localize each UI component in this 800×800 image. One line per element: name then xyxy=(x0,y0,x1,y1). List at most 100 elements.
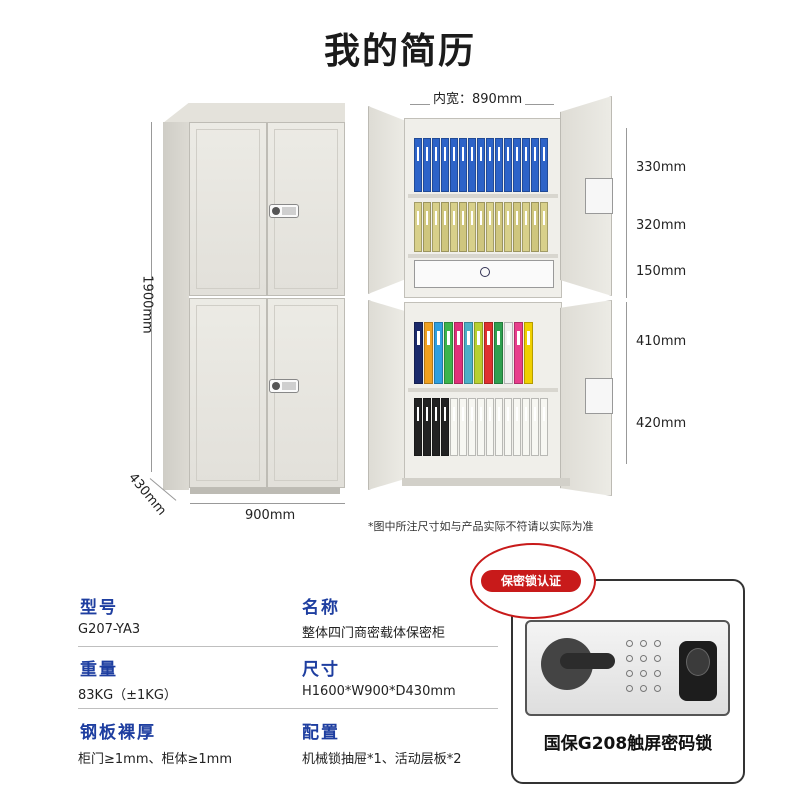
spec-value-weight: 83KG（±1KG） xyxy=(78,688,177,703)
cabinet-base xyxy=(190,488,340,494)
binder-icon xyxy=(484,322,493,384)
upper-dim-line xyxy=(626,128,627,298)
lock-caption: 国保G208触屏密码锁 xyxy=(543,734,713,754)
keypad-key-icon xyxy=(626,640,633,647)
cabinet-door-top-right xyxy=(267,122,345,296)
door-lock-panel-top xyxy=(585,178,613,214)
height-dim-label: 1900mm xyxy=(139,275,155,334)
binder-icon xyxy=(513,138,521,192)
cabinet-door-bottom-left xyxy=(189,298,267,488)
spec-divider-2 xyxy=(78,708,498,709)
cabinet-lock-lower xyxy=(269,379,299,393)
keypad-key-icon xyxy=(654,640,661,647)
binder-icon xyxy=(514,322,523,384)
cabinet-top xyxy=(163,103,345,123)
spec-label-steel: 钢板裸厚 xyxy=(80,723,156,743)
shelf-1 xyxy=(408,194,558,198)
open-door-bottom-left xyxy=(368,300,406,490)
keypad-key-icon xyxy=(654,655,661,662)
binder-icon xyxy=(450,138,458,192)
binder-icon xyxy=(424,322,433,384)
binder-icon xyxy=(441,398,449,456)
binder-icon xyxy=(522,202,530,252)
binder-icon xyxy=(459,138,467,192)
width-dim-label: 900mm xyxy=(245,508,296,523)
binder-icon xyxy=(522,398,530,456)
shelf-dim-4: 410mm xyxy=(636,334,687,349)
shelf-2 xyxy=(408,254,558,258)
fingerprint-sensor-icon xyxy=(686,648,710,676)
binder-icon xyxy=(513,398,521,456)
height-dim-line xyxy=(151,122,152,472)
binder-icon xyxy=(495,398,503,456)
binder-icon xyxy=(423,138,431,192)
spec-label-size: 尺寸 xyxy=(302,660,340,680)
lock-drawer xyxy=(414,260,554,288)
binder-icon xyxy=(474,322,483,384)
binder-icon xyxy=(454,322,463,384)
spec-divider-1 xyxy=(78,646,498,647)
binder-icon xyxy=(477,138,485,192)
shelf-dim-3: 150mm xyxy=(636,264,687,279)
keypad-key-icon xyxy=(640,670,647,677)
binder-icon xyxy=(504,398,512,456)
shelf-dim-2: 320mm xyxy=(636,218,687,233)
keypad-key-icon xyxy=(654,670,661,677)
binder-icon xyxy=(432,138,440,192)
binder-icon xyxy=(531,138,539,192)
keypad-key-icon xyxy=(654,685,661,692)
shelf-3 xyxy=(408,388,558,392)
shelf-dim-5: 420mm xyxy=(636,416,687,431)
binder-icon xyxy=(486,138,494,192)
binder-icon xyxy=(468,398,476,456)
binder-icon xyxy=(540,138,548,192)
binder-icon xyxy=(540,398,548,456)
keypad-key-icon xyxy=(640,640,647,647)
cabinet-side xyxy=(163,122,189,490)
binder-icon xyxy=(423,202,431,252)
keypad-key-icon xyxy=(640,685,647,692)
spec-value-size: H1600*W900*D430mm xyxy=(302,684,456,699)
binder-icon xyxy=(450,202,458,252)
spec-value-steel: 柜门≥1mm、柜体≥1mm xyxy=(78,752,232,767)
binder-icon xyxy=(459,398,467,456)
open-door-top-left xyxy=(368,106,406,294)
binder-icon xyxy=(432,398,440,456)
door-lock-panel-bottom xyxy=(585,378,613,414)
binder-icon xyxy=(441,202,449,252)
cabinet-lock-upper xyxy=(269,204,299,218)
binder-icon xyxy=(441,138,449,192)
binder-icon xyxy=(450,398,458,456)
lower-dim-line xyxy=(626,302,627,464)
spec-label-weight: 重量 xyxy=(80,660,118,680)
binder-icon xyxy=(459,202,467,252)
keypad-key-icon xyxy=(626,655,633,662)
spec-label-name: 名称 xyxy=(302,598,340,618)
binder-icon xyxy=(531,202,539,252)
keypad-key-icon xyxy=(626,685,633,692)
binder-icon xyxy=(414,138,422,192)
binder-icon xyxy=(468,202,476,252)
cabinet-door-top-left xyxy=(189,122,267,296)
binder-icon xyxy=(513,202,521,252)
binder-icon xyxy=(522,138,530,192)
keypad-key-icon xyxy=(640,655,647,662)
binder-icon xyxy=(494,322,503,384)
binder-icon xyxy=(423,398,431,456)
open-cabinet-base xyxy=(402,478,570,486)
binder-icon xyxy=(468,138,476,192)
spec-value-name: 整体四门商密载体保密柜 xyxy=(302,626,446,641)
binder-icon xyxy=(486,398,494,456)
binder-icon xyxy=(504,138,512,192)
binder-icon xyxy=(414,202,422,252)
binder-icon xyxy=(477,398,485,456)
binder-icon xyxy=(504,322,513,384)
disclaimer-note: *图中所注尺寸如与产品实际不符请以实际为准 xyxy=(368,520,594,533)
binder-icon xyxy=(540,202,548,252)
spec-label-model: 型号 xyxy=(80,598,118,618)
binder-icon xyxy=(444,322,453,384)
binder-icon xyxy=(434,322,443,384)
binder-icon xyxy=(432,202,440,252)
binder-icon xyxy=(414,322,423,384)
spec-value-model: G207-YA3 xyxy=(78,622,141,637)
